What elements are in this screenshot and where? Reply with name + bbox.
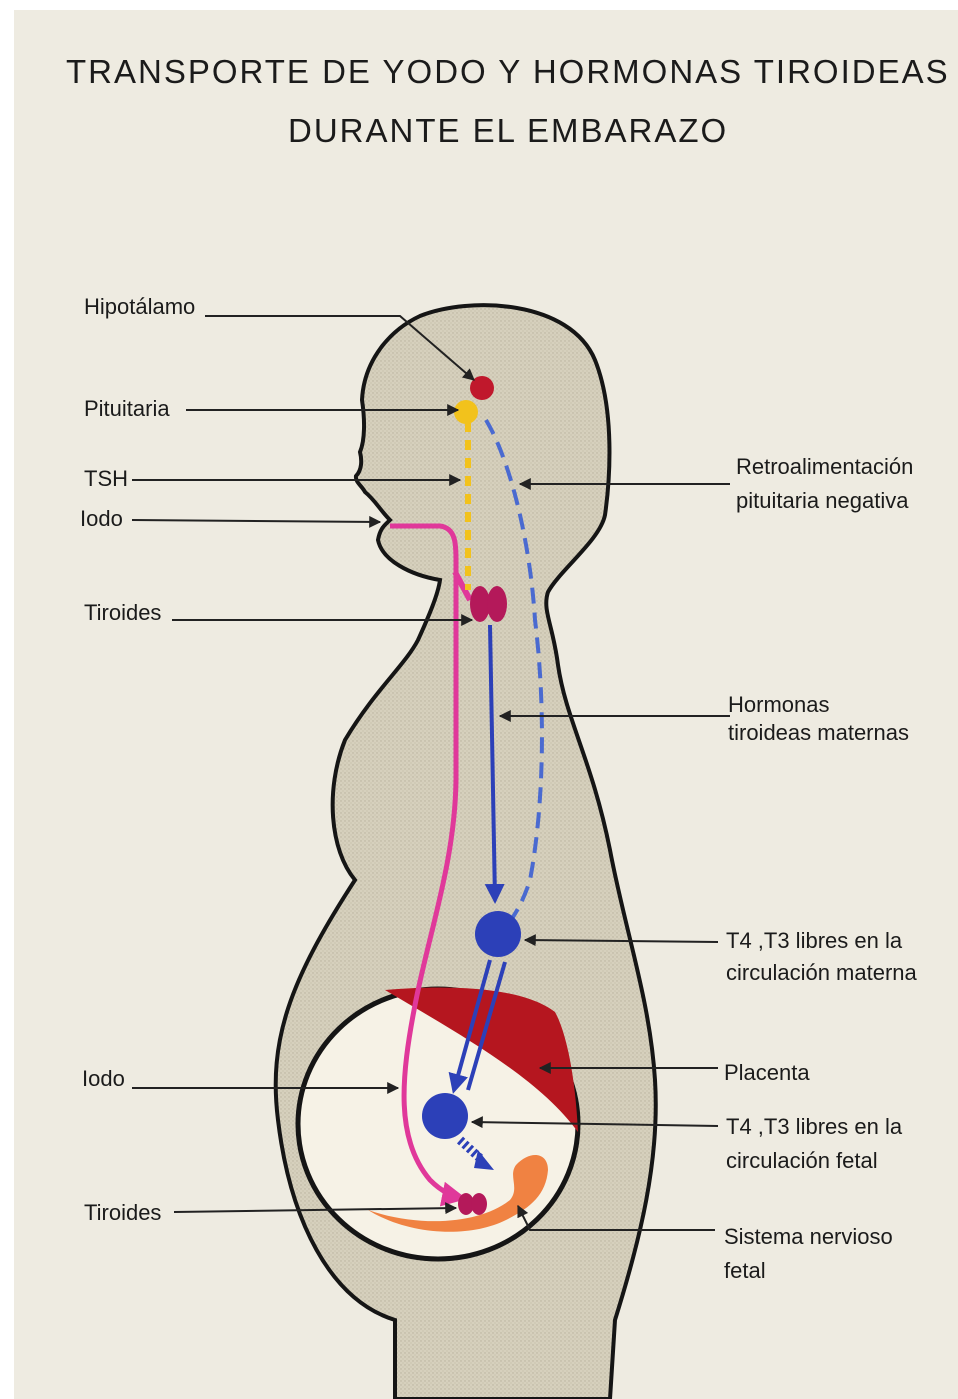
label-hormonas-line1: Hormonas bbox=[728, 692, 829, 717]
label-hipotalamo: Hipotálamo bbox=[84, 294, 195, 319]
leader-iodo-maternal bbox=[132, 520, 380, 522]
title-line-2: DURANTE EL EMBARAZO bbox=[288, 112, 728, 149]
label-tsh: TSH bbox=[84, 466, 128, 491]
label-t4-fetal-line2: circulación fetal bbox=[726, 1148, 878, 1173]
label-iodo-maternal: Iodo bbox=[80, 506, 123, 531]
label-pituitaria: Pituitaria bbox=[84, 396, 170, 421]
label-sistema-line2: fetal bbox=[724, 1258, 766, 1283]
label-sistema-line1: Sistema nervioso bbox=[724, 1224, 893, 1249]
maternal-t4-t3-circle bbox=[475, 911, 521, 957]
label-iodo-fetal: Iodo bbox=[82, 1066, 125, 1091]
label-t4-maternal-line1: T4 ,T3 libres en la bbox=[726, 928, 903, 953]
label-tiroides-maternal: Tiroides bbox=[84, 600, 161, 625]
label-t4-maternal-line2: circulación materna bbox=[726, 960, 918, 985]
label-tiroides-fetal: Tiroides bbox=[84, 1200, 161, 1225]
fetal-t4-t3-circle bbox=[422, 1093, 468, 1139]
label-retro-line1: Retroalimentación bbox=[736, 454, 913, 479]
title-line-1: TRANSPORTE DE YODO Y HORMONAS TIROIDEAS bbox=[66, 53, 950, 90]
label-hormonas-line2: tiroideas maternas bbox=[728, 720, 909, 745]
label-placenta: Placenta bbox=[724, 1060, 810, 1085]
pituitary-dot bbox=[454, 400, 478, 424]
label-t4-fetal-line1: T4 ,T3 libres en la bbox=[726, 1114, 903, 1139]
label-retro-line2: pituitaria negativa bbox=[736, 488, 909, 513]
